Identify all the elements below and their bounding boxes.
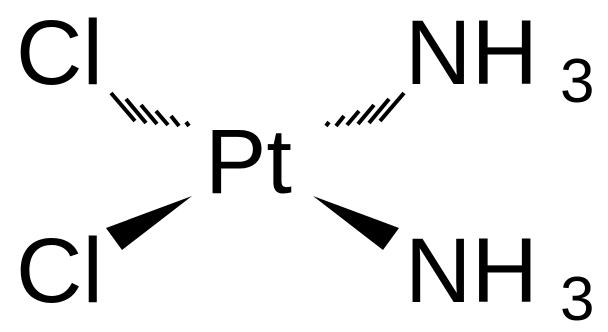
hash-line — [334, 114, 346, 128]
hash-line — [367, 97, 391, 125]
hash-line — [109, 91, 137, 123]
atom-nh-top-right: NH — [405, 2, 538, 104]
hash-line — [345, 109, 361, 127]
hash-line — [154, 109, 170, 127]
hash-line — [378, 91, 406, 123]
ligand-nh3-top-right: NH 3 — [405, 2, 594, 116]
solid-wedge-bond-bottom-left — [106, 196, 192, 250]
hash-line — [124, 97, 148, 125]
hashed-wedge-bond-top-left — [109, 91, 191, 128]
ligand-nh3-bottom-right: NH 3 — [405, 220, 594, 332]
hash-line — [184, 120, 191, 128]
subscript-3-bottom-right: 3 — [560, 265, 594, 332]
atom-pt: Pt — [205, 111, 292, 213]
subscript-3-top-right: 3 — [560, 47, 594, 116]
hashed-wedge-bond-top-right — [324, 91, 406, 128]
hash-line — [356, 103, 376, 126]
atom-cl-top-left: Cl — [16, 2, 103, 104]
hash-line — [324, 120, 331, 128]
hash-line — [169, 114, 181, 128]
atom-cl-bottom-left: Cl — [16, 220, 103, 322]
atom-nh-bottom-right: NH — [405, 220, 538, 322]
hash-line — [139, 103, 159, 126]
solid-wedge-bond-bottom-right — [313, 196, 399, 250]
